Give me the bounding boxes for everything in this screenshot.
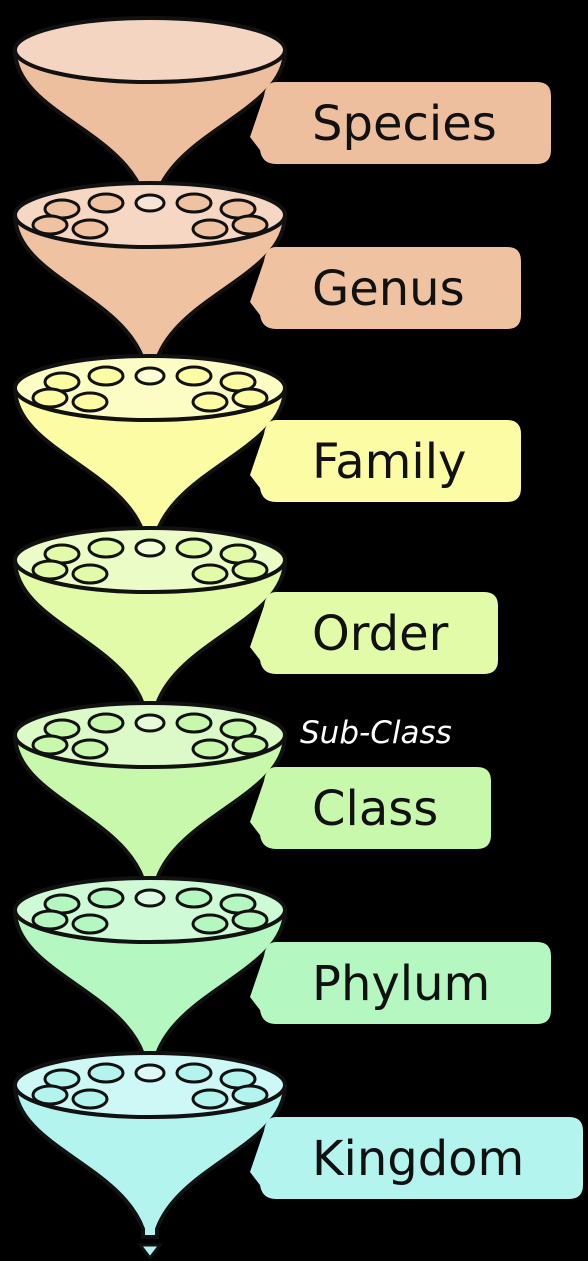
sieve-hole <box>71 1088 109 1110</box>
sieve-hole <box>31 1084 69 1106</box>
sieve-hole <box>31 387 69 409</box>
sub-class-annotation: Sub-Class <box>300 715 452 751</box>
sieve-hole <box>71 738 109 760</box>
sieve-hole <box>31 734 69 756</box>
funnel-body <box>12 1083 288 1239</box>
rank-tag-class: Class <box>250 767 491 849</box>
funnel-class <box>12 701 288 889</box>
rank-tag-shape <box>250 1117 583 1199</box>
sieve-hole <box>87 192 125 214</box>
sieve-hole <box>231 387 269 409</box>
rank-label: Genus <box>312 261 465 317</box>
spout-opening <box>134 713 166 733</box>
sieve-hole <box>87 537 125 559</box>
rank-tag-shape <box>250 942 551 1024</box>
funnel-order <box>12 526 288 714</box>
spout-opening <box>134 366 166 386</box>
sieve-hole <box>71 563 109 585</box>
rank-tag-shape <box>250 420 521 502</box>
rank-tag-kingdom: Kingdom <box>250 1117 583 1199</box>
rank-labels: SpeciesGenusFamilyOrderClassPhylumKingdo… <box>250 82 583 1199</box>
sieve-hole <box>175 192 213 214</box>
sieve-hole <box>191 563 229 585</box>
sieve-hole <box>175 712 213 734</box>
funnel-species <box>12 16 288 204</box>
sieve-hole <box>231 214 269 236</box>
sieve-hole <box>71 913 109 935</box>
sieve-hole <box>191 913 229 935</box>
rank-tag-species: Species <box>250 82 551 164</box>
rank-label: Family <box>312 434 466 490</box>
rank-label: Species <box>312 96 497 152</box>
sieve-hole <box>231 559 269 581</box>
sieve-hole <box>87 712 125 734</box>
sieve-hole <box>191 1088 229 1110</box>
sieve-hole <box>231 734 269 756</box>
sieve-hole <box>71 218 109 240</box>
funnel-family <box>12 354 288 542</box>
sieve-hole <box>191 738 229 760</box>
sieve-hole <box>175 887 213 909</box>
rank-tag-shape <box>250 247 521 329</box>
sieve-hole <box>87 887 125 909</box>
sieve-hole <box>31 214 69 236</box>
rank-label: Phylum <box>312 956 490 1012</box>
rank-tag-shape <box>250 82 551 164</box>
rank-tag-genus: Genus <box>250 247 521 329</box>
spout-opening <box>134 888 166 908</box>
sieve-hole <box>175 365 213 387</box>
funnel-kingdom <box>12 1051 288 1239</box>
funnels <box>12 16 288 1261</box>
rank-label: Order <box>312 606 449 662</box>
rank-label: Kingdom <box>312 1131 524 1187</box>
sieve-hole <box>175 537 213 559</box>
final-spout-tip <box>136 1243 164 1261</box>
spout-opening <box>134 193 166 213</box>
sieve-hole <box>191 391 229 413</box>
sieve-hole <box>175 1062 213 1084</box>
rank-tag-phylum: Phylum <box>250 942 551 1024</box>
funnel-genus <box>12 181 288 369</box>
funnel-rim <box>13 16 287 84</box>
sieve-hole <box>87 365 125 387</box>
sieve-hole <box>71 391 109 413</box>
sieve-hole <box>231 1084 269 1106</box>
sieve-hole <box>31 909 69 931</box>
sieve-hole <box>31 559 69 581</box>
spout-opening <box>134 1063 166 1083</box>
rank-tag-order: Order <box>250 592 498 674</box>
sieve-hole <box>87 1062 125 1084</box>
rank-label: Class <box>312 781 438 837</box>
rank-tag-shape <box>250 767 491 849</box>
funnel-phylum <box>12 876 288 1064</box>
sieve-hole <box>231 909 269 931</box>
spout-opening <box>134 538 166 558</box>
rank-tag-shape <box>250 592 498 674</box>
rank-tag-family: Family <box>250 420 521 502</box>
sieve-hole <box>191 218 229 240</box>
